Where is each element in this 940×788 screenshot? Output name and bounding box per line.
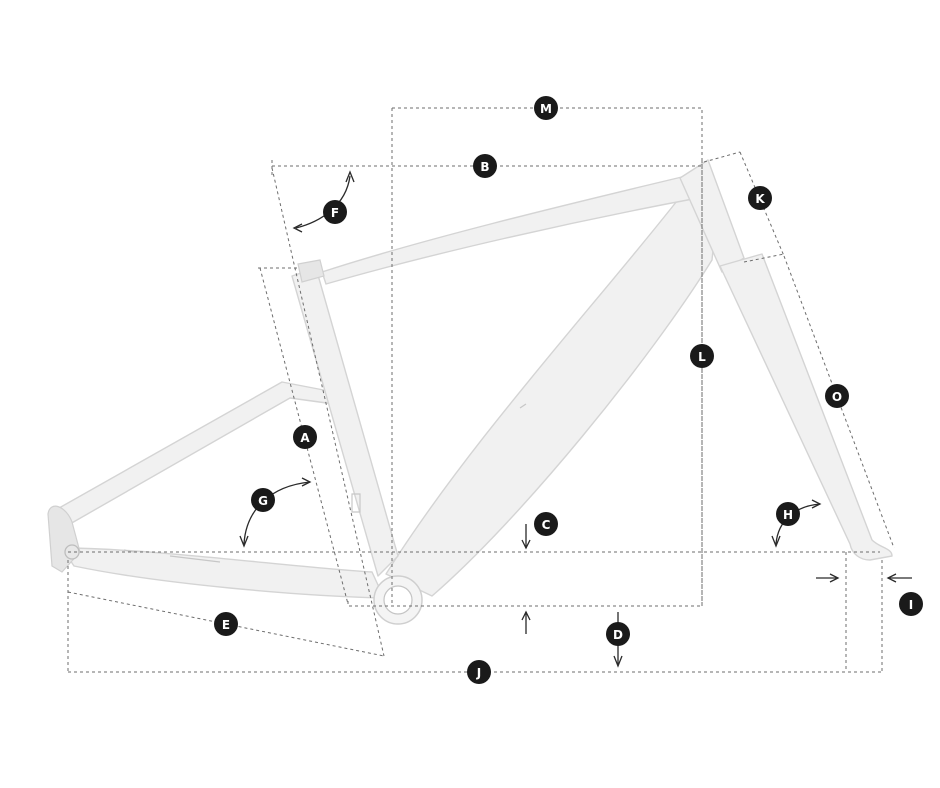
marker-F: F [323,200,347,224]
marker-H: H [776,502,800,526]
svg-text:I: I [909,598,913,612]
marker-G: G [251,488,275,512]
marker-E: E [214,612,238,636]
dimension-K-bottom [743,253,785,263]
rear-axle [64,544,80,560]
svg-text:F: F [331,206,339,220]
chainstay-detail [123,549,221,563]
dimension-L-box [347,107,703,607]
bottle-mount-detail [351,493,361,513]
bottom-bracket-inner [383,585,413,615]
marker-C: C [534,512,558,536]
dimension-K-top [703,151,741,163]
marker-D: D [606,622,630,646]
svg-text:C: C [542,518,551,532]
cable-port-detail [519,403,527,409]
svg-text:M: M [540,102,552,116]
svg-text:K: K [755,192,765,206]
seat-tube [291,267,399,577]
svg-text:J: J [476,666,481,680]
svg-text:H: H [783,508,793,522]
seat-clamp [297,259,325,283]
svg-text:G: G [258,494,268,508]
marker-A: A [293,425,317,449]
svg-text:E: E [222,618,230,632]
marker-J: J [467,660,491,684]
marker-I: I [899,592,923,616]
svg-text:D: D [613,628,623,642]
bike-frame [47,159,893,625]
dimension-A [259,267,349,605]
marker-M: L [690,344,714,368]
letter-markers: M B K F L O A G H C I E D J [214,96,923,684]
marker-O: O [825,384,849,408]
arrow-G [243,481,311,545]
svg-text:L: L [698,350,706,364]
marker-B: B [473,154,497,178]
chain-stay [61,547,385,599]
marker-L: M [534,96,558,120]
svg-text:B: B [480,160,489,174]
fork [719,253,893,561]
svg-text:O: O [832,390,842,404]
seat-stay [51,381,335,525]
marker-K: K [748,186,772,210]
svg-text:A: A [300,431,310,445]
